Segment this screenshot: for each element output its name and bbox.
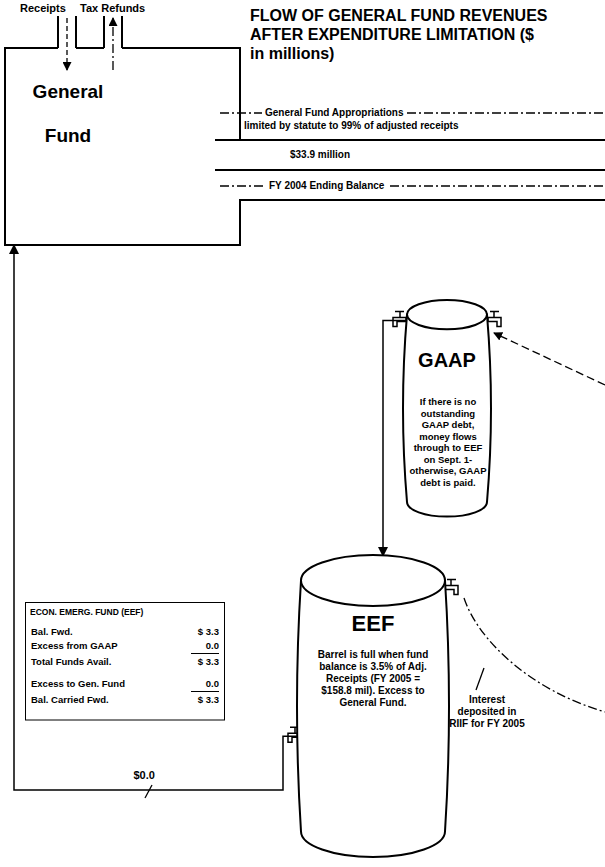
barrel-body (403, 315, 491, 517)
band-label: FY 2004 Ending Balance (266, 180, 387, 192)
table-cell: Bal. Fwd. (31, 626, 73, 639)
amount-label: $33.9 million (290, 149, 350, 161)
table-cell: $ 3.3 (175, 626, 219, 639)
flow-amount: $0.0 (131, 769, 158, 782)
receipts-arrow (66, 18, 67, 70)
node-text: Barrel is full when fund balance is 3.5%… (312, 649, 434, 709)
node-text: If there is no outstanding GAAP debt, mo… (409, 396, 487, 488)
flow-connector (14, 245, 301, 790)
barrel-top (301, 555, 445, 606)
faucet-symbol (445, 580, 458, 595)
table-cell: Excess from GAAP (31, 640, 118, 653)
table-cell: Total Funds Avail. (31, 656, 111, 669)
general-fund-outline (5, 47, 605, 245)
diagram-title: FLOW OF GENERAL FUND REVENUES AFTER EXPE… (250, 6, 550, 63)
flow-label: Receipts (20, 2, 66, 15)
table-cell: 0.0 (191, 640, 219, 654)
flow-label: Tax Refunds (80, 2, 145, 15)
table-cell: Bal. Carried Fwd. (31, 694, 109, 707)
node-heading: EEF (298, 611, 448, 637)
band-label: limited by statute to 99% of adjusted re… (244, 120, 459, 132)
leader-line (476, 668, 484, 690)
band-line (215, 140, 605, 170)
faucet-spout (393, 318, 406, 327)
band-label: General Fund Appropriations (262, 107, 407, 119)
table-cell: $ 3.3 (175, 694, 219, 707)
faucet-handle (395, 312, 404, 318)
node-heading: GAAP (404, 348, 490, 372)
table-cell: $ 3.3 (175, 656, 219, 669)
table-cell: 0.0 (191, 678, 219, 692)
barrel-body (297, 581, 449, 858)
refunds-arrow (112, 18, 113, 70)
faucet-spout (488, 318, 501, 327)
faucet-spout (445, 586, 458, 595)
fund-table: ECON. EMERG. FUND (EEF)Bal. Fwd.$ 3.3Exc… (25, 602, 225, 721)
faucet-symbol (393, 312, 406, 327)
inflow-arrow (494, 333, 605, 385)
node-heading: General Fund (23, 70, 113, 158)
fund-box: General Fund (5, 48, 240, 245)
faucet-symbol (488, 312, 501, 327)
faucet-handle (490, 312, 499, 318)
note-label: Interest deposited in RIIF for FY 2005 (448, 694, 526, 730)
table-cell: Excess to Gen. Fund (31, 678, 125, 691)
barrel-tank: GAAP If there is no outstanding GAAP debt… (404, 300, 490, 517)
node-heading: ECON. EMERG. FUND (EEF) (30, 607, 143, 618)
table-border (26, 603, 225, 721)
faucet-handle (447, 580, 456, 586)
barrel-top (407, 300, 487, 329)
leader-line (145, 785, 152, 798)
barrel-tank: EEF Barrel is full when fund balance is 3… (298, 555, 448, 857)
